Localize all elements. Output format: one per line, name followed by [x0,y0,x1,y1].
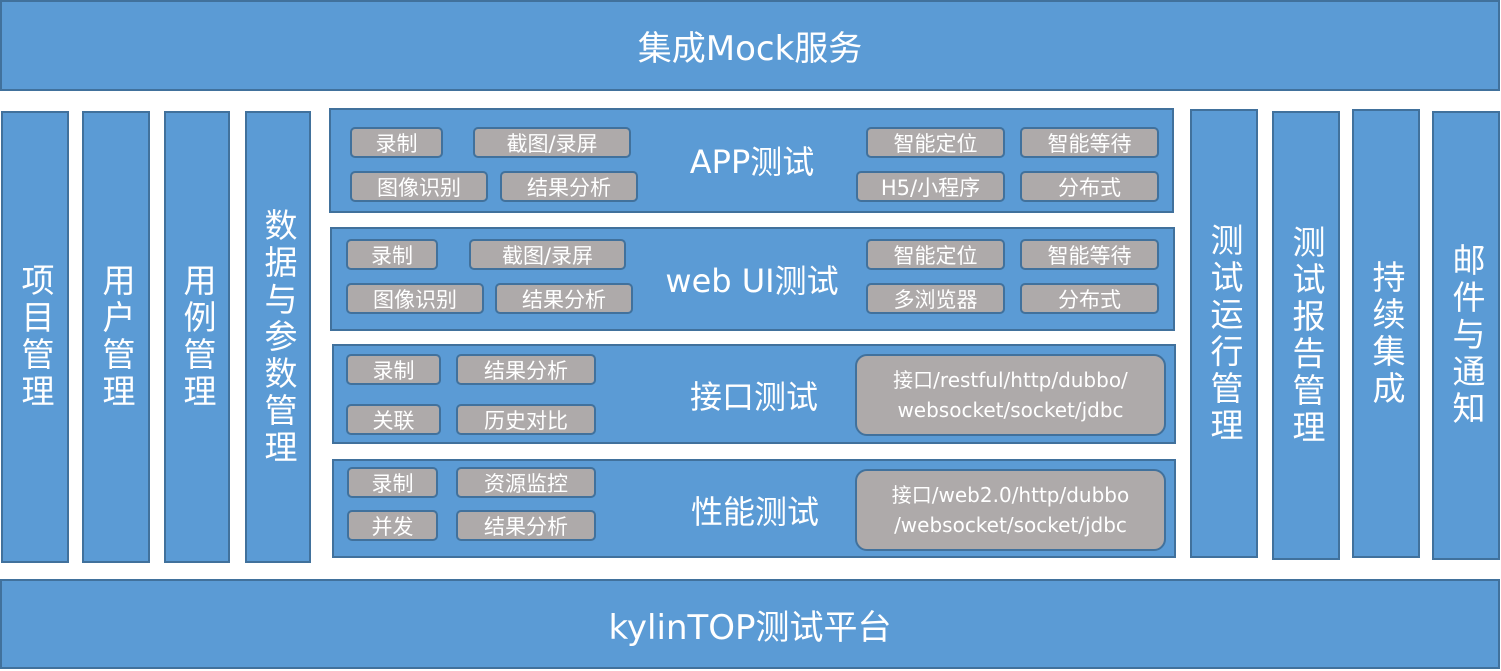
protocols-line: 接口/restful/http/dubbo/ [893,368,1128,392]
protocols-line: /websocket/socket/jdbc [894,513,1127,537]
chip: 结果分析 [500,171,638,202]
chip: 智能定位 [866,239,1005,270]
continuous-integration: 持续集成 [1352,109,1420,558]
chip: H5/小程序 [856,171,1005,202]
chip: 智能等待 [1020,127,1159,158]
mail-notification: 邮件与通知 [1432,111,1500,560]
chip: 分布式 [1020,171,1159,202]
chip: 多浏览器 [866,283,1005,314]
chip: 图像识别 [346,283,484,314]
chip: 历史对比 [456,404,596,435]
chip: 录制 [347,467,438,498]
web-ui-test-title: web UI测试 [665,262,839,300]
chip: 录制 [350,127,443,158]
chip: 资源监控 [456,467,596,498]
test-report-management: 测试报告管理 [1272,111,1340,560]
chip: 结果分析 [495,283,633,314]
chip: 智能等待 [1020,239,1159,270]
protocols-line: 接口/web2.0/http/dubbo [891,483,1130,507]
chip: 录制 [346,354,441,385]
protocols-line: websocket/socket/jdbc [897,398,1124,422]
api-protocols-box: 接口/restful/http/dubbo/ websocket/socket/… [855,354,1166,436]
case-management: 用例管理 [164,111,230,563]
api-test-title: 接口测试 [689,378,819,416]
chip: 截图/录屏 [473,127,631,158]
chip: 智能定位 [866,127,1005,158]
platform-bar: kylinTOP测试平台 [0,579,1500,669]
chip: 结果分析 [456,510,596,541]
chip: 关联 [346,404,441,435]
chip: 分布式 [1020,283,1159,314]
project-management: 项目管理 [1,111,69,563]
user-management: 用户管理 [82,111,150,563]
performance-test-title: 性能测试 [690,493,820,531]
chip: 截图/录屏 [469,239,626,270]
data-param-management: 数据与参数管理 [245,111,311,563]
chip: 结果分析 [456,354,596,385]
test-run-management: 测试运行管理 [1190,109,1258,558]
app-test-title: APP测试 [689,143,815,181]
chip: 图像识别 [350,171,488,202]
chip: 并发 [347,510,438,541]
chip: 录制 [346,239,438,270]
perf-protocols-box: 接口/web2.0/http/dubbo /websocket/socket/j… [855,469,1166,551]
mock-service-bar: 集成Mock服务 [0,0,1500,91]
